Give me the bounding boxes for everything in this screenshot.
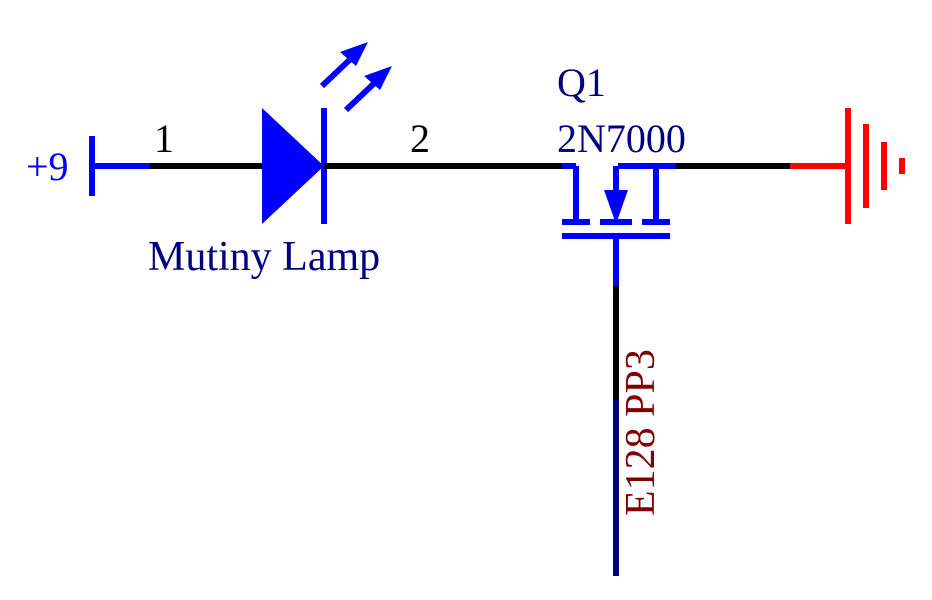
led-arrowhead-1 <box>340 42 368 66</box>
power-label: +9 <box>26 144 69 189</box>
led-symbol <box>262 42 392 224</box>
led-triangle <box>262 108 324 224</box>
mosfet-body-arrow <box>604 190 628 224</box>
mosfet-symbol <box>562 163 676 286</box>
led-name-label: Mutiny Lamp <box>148 234 380 280</box>
led-pin2-label: 2 <box>410 116 430 161</box>
transistor-designator: Q1 <box>557 60 606 105</box>
net-label: E128 PP3 <box>618 349 664 516</box>
transistor-part: 2N7000 <box>557 116 686 161</box>
led-pin1-label: 1 <box>154 116 174 161</box>
power-port: +9 <box>26 136 150 196</box>
ground-symbol <box>790 108 905 224</box>
led-arrowhead-2 <box>364 66 392 90</box>
